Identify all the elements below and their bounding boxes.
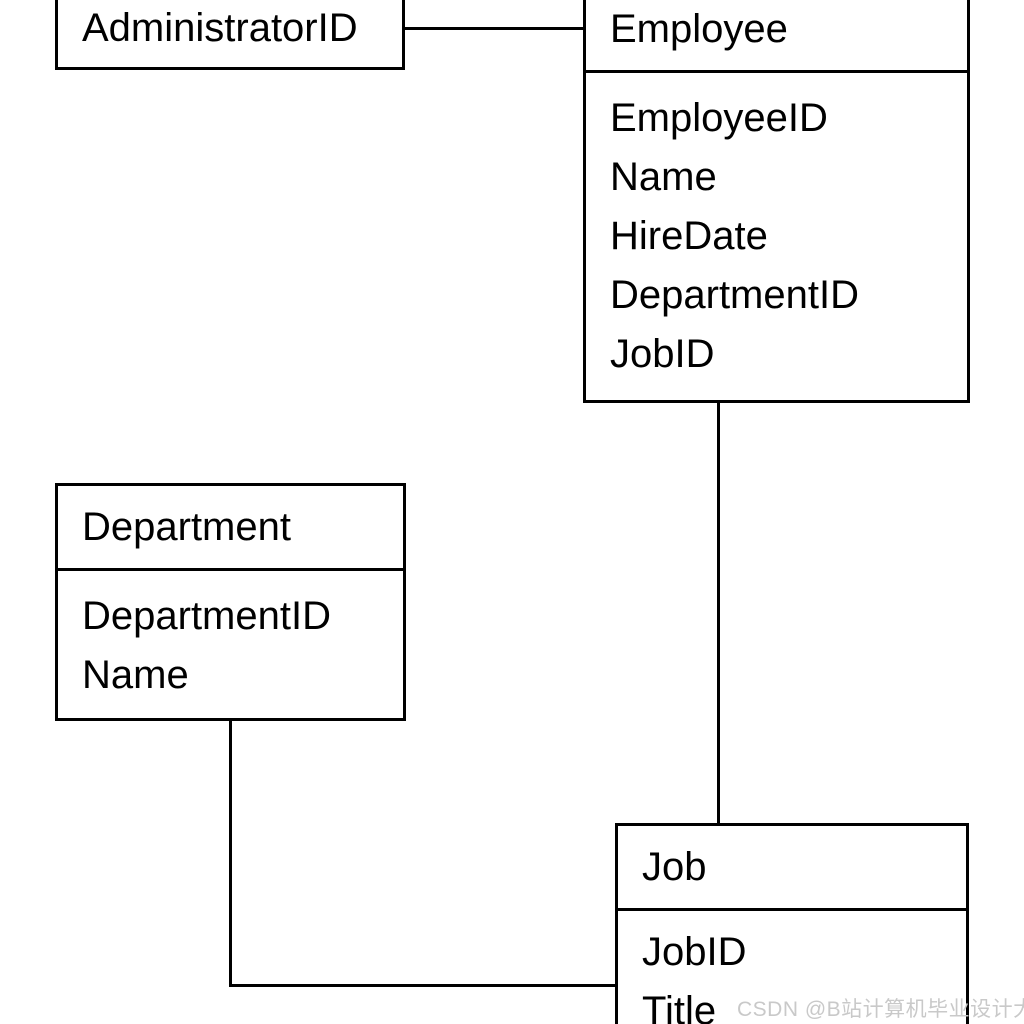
csdn-watermark: CSDN @B站计算机毕业设计大学 [737, 998, 1024, 1021]
field-job-title-attr: Title [642, 989, 717, 1024]
entity-department: Department DepartmentID Name [55, 483, 406, 721]
connector-department-job-vertical [229, 721, 232, 987]
field-hiredate: HireDate [610, 214, 768, 258]
entity-job-fields: JobID Title [618, 911, 966, 1024]
field-employee-name: Name [610, 155, 717, 199]
entity-department-fields: DepartmentID Name [58, 571, 403, 721]
field-employeeid: EmployeeID [610, 96, 828, 140]
field-departmentid: DepartmentID [82, 594, 331, 638]
field-administratorid: AdministratorID [82, 6, 358, 50]
entity-department-title: Department [58, 486, 403, 571]
entity-administrator-fields: AdministratorID [58, 0, 402, 74]
entity-job-title: Job [618, 826, 966, 911]
entity-administrator-fragment: AdministratorID [55, 0, 405, 70]
connector-department-job-horizontal [229, 984, 615, 987]
entity-employee-fields: EmployeeID Name HireDate DepartmentID Jo… [586, 73, 967, 400]
field-department-name: Name [82, 653, 189, 697]
entity-job: Job JobID Title [615, 823, 969, 1024]
field-employee-jobid: JobID [610, 332, 715, 376]
connector-employee-job [717, 403, 720, 823]
field-employee-departmentid: DepartmentID [610, 273, 859, 317]
field-jobid: JobID [642, 930, 747, 974]
connector-administrator-employee [405, 27, 583, 30]
entity-employee-title: Employee [586, 0, 967, 73]
entity-employee: Employee EmployeeID Name HireDate Depart… [583, 0, 970, 403]
